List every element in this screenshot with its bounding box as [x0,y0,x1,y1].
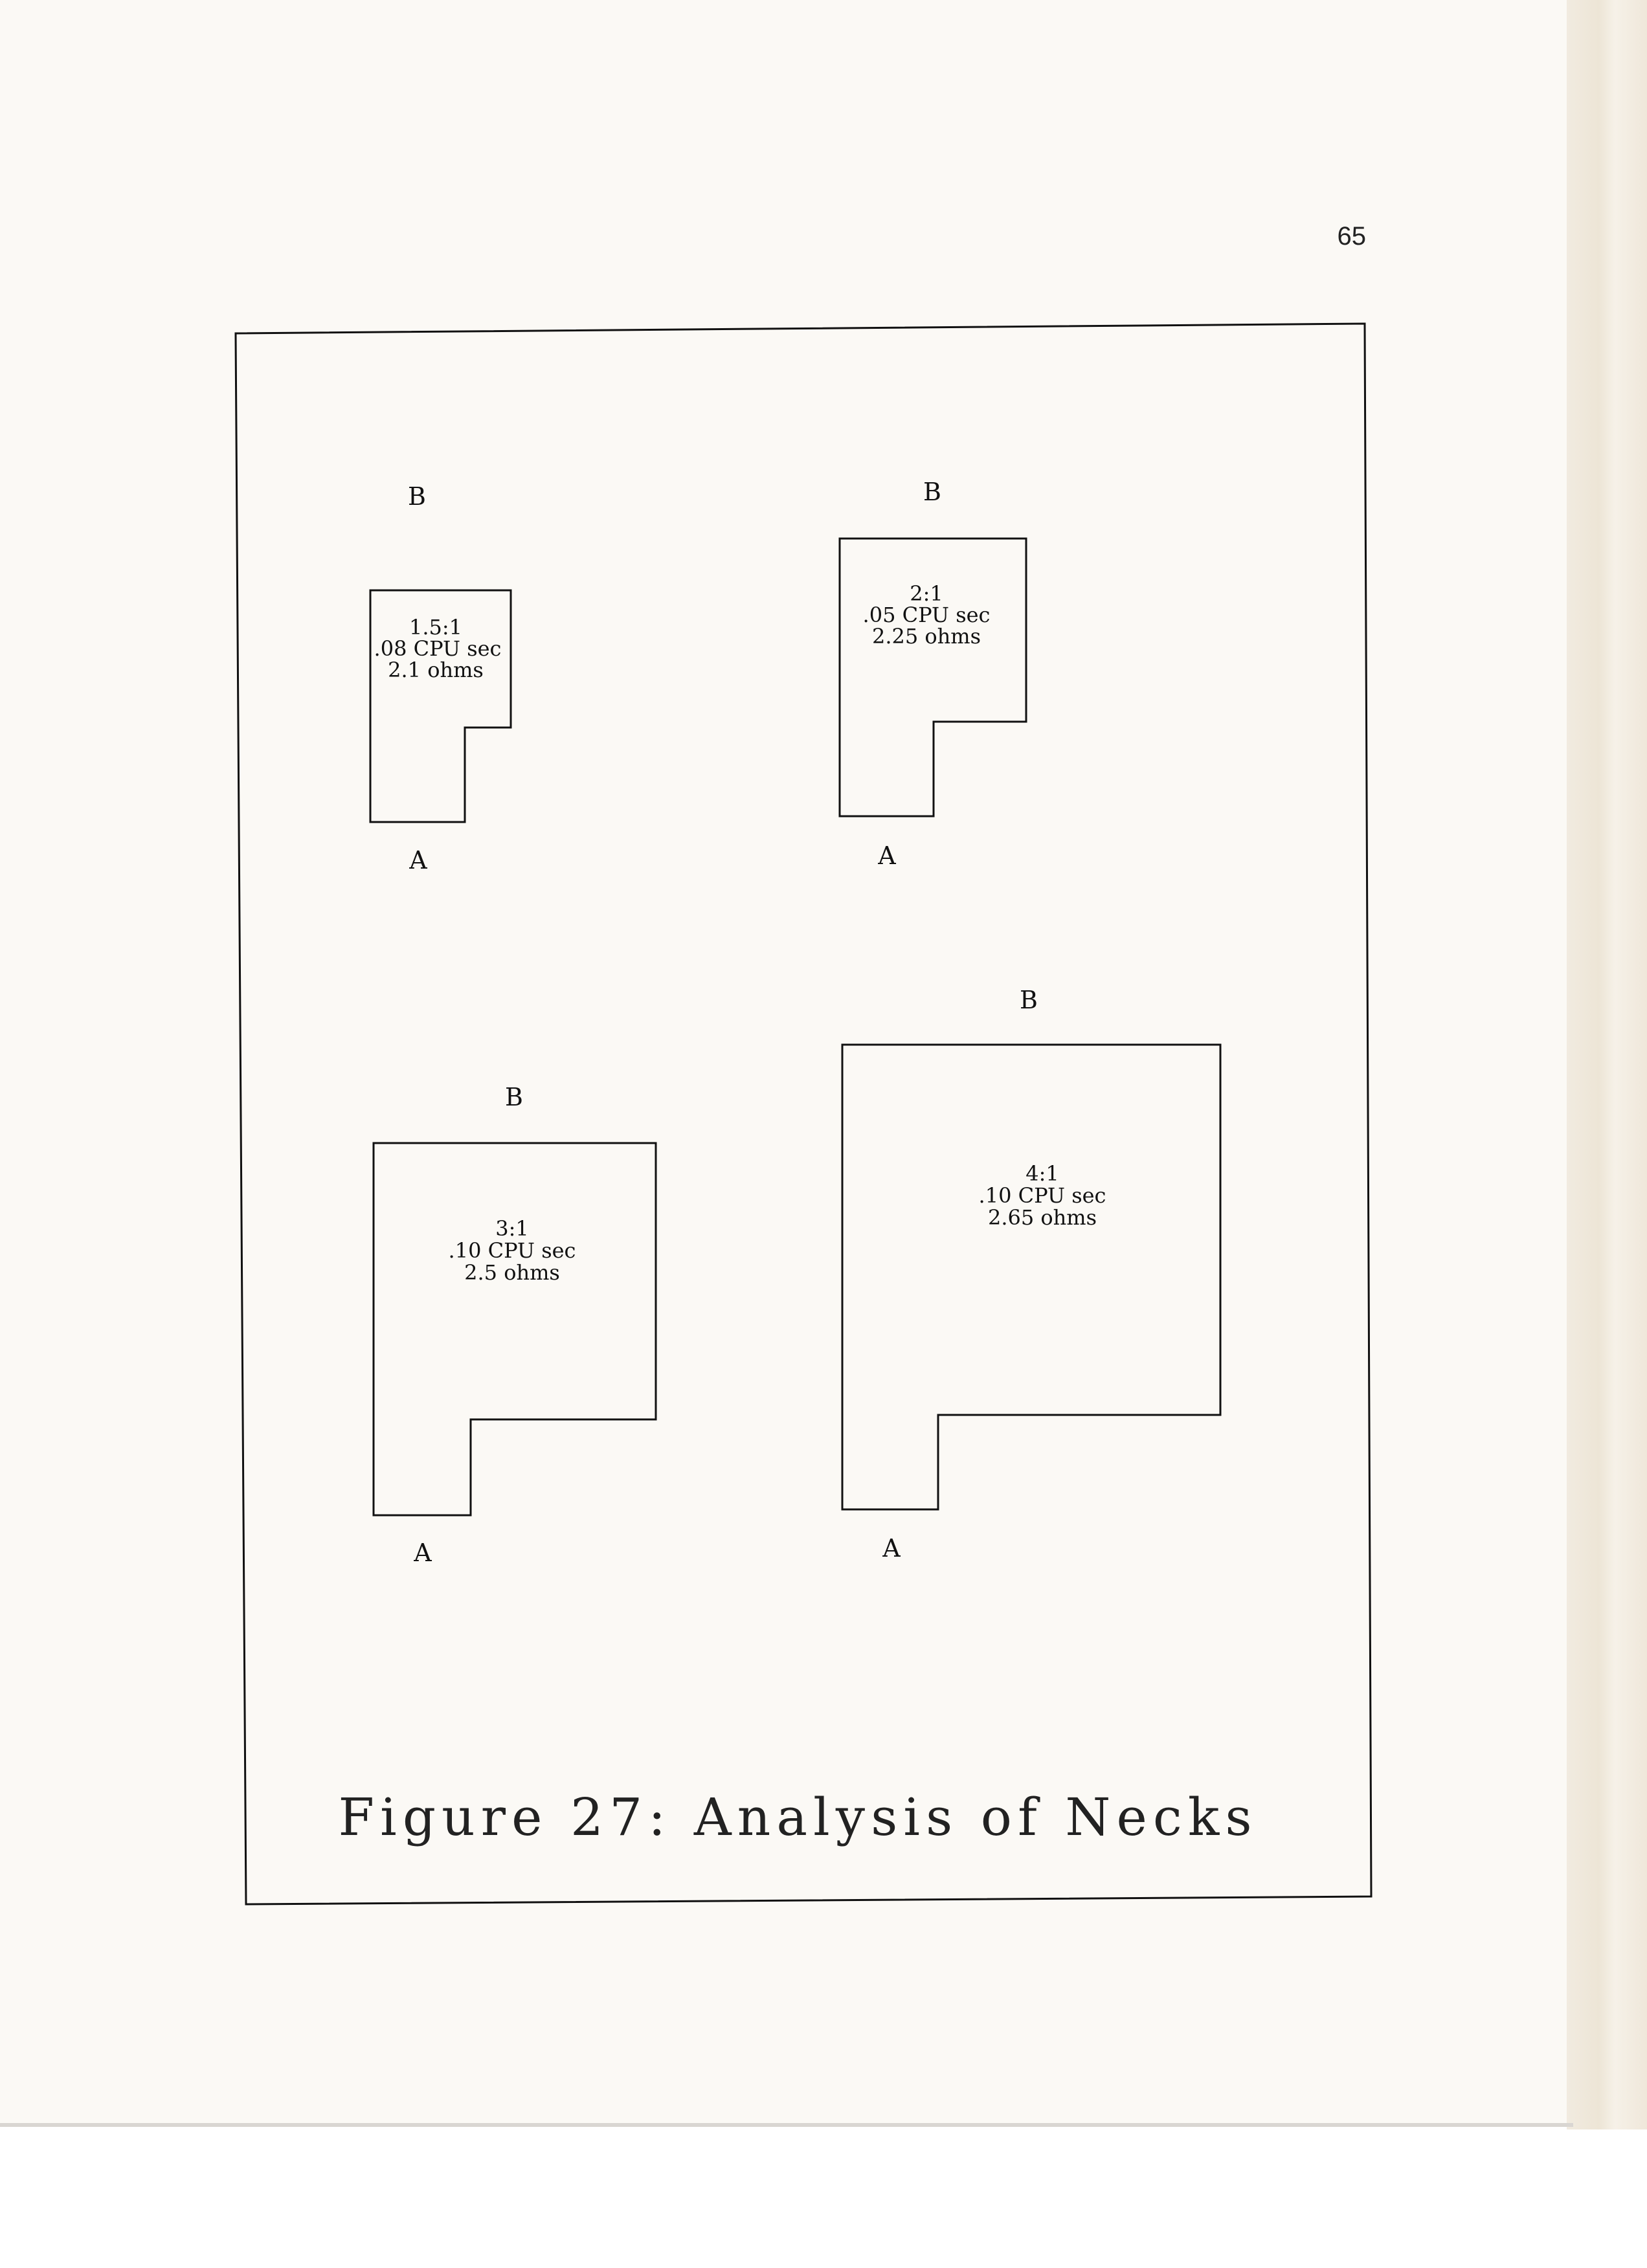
page-edge [1567,0,1647,2129]
label-a: A [882,1534,901,1562]
cpu-label: .10 CPU sec [449,1238,576,1263]
neck-shape [841,1043,1222,1511]
page-bottom-edge [0,2123,1573,2127]
label-a: A [409,846,427,874]
ratio-label: 2:1 [910,581,943,606]
panel-2-to-1: B 2:1 .05 CPU sec 2.25 ohms A [838,478,1027,870]
neck-shape [369,589,512,823]
figure-frame [234,322,1372,1906]
cpu-label: .10 CPU sec [979,1183,1106,1208]
label-b: B [505,1083,523,1111]
neck-shape [838,537,1027,817]
resistance-label: 2.25 ohms [872,624,981,649]
cpu-label: .05 CPU sec [863,603,991,627]
ratio-label: 1.5:1 [409,615,462,639]
page-number: 65 [1338,222,1367,250]
scanned-page [0,0,1573,2124]
cpu-label: .08 CPU sec [374,636,502,661]
label-a: A [877,841,896,870]
label-b: B [923,478,941,506]
label-a: A [413,1539,432,1567]
panel-4-to-1: B 4:1 .10 CPU sec 2.65 ohms A [841,986,1222,1562]
neck-shape [372,1142,657,1517]
figure-caption: Figure 27: Analysis of Necks [339,1787,1255,1847]
label-b: B [1020,986,1038,1014]
resistance-label: 2.65 ohms [988,1205,1097,1230]
panel-3-to-1: B 3:1 .10 CPU sec 2.5 ohms A [372,1083,657,1567]
ratio-label: 3:1 [495,1216,529,1241]
ratio-label: 4:1 [1025,1161,1059,1186]
resistance-label: 2.5 ohms [464,1260,560,1285]
panel-1-5-to-1: B 1.5:1 .08 CPU sec 2.1 ohms A [369,482,512,874]
resistance-label: 2.1 ohms [388,658,484,682]
label-b: B [408,482,426,511]
